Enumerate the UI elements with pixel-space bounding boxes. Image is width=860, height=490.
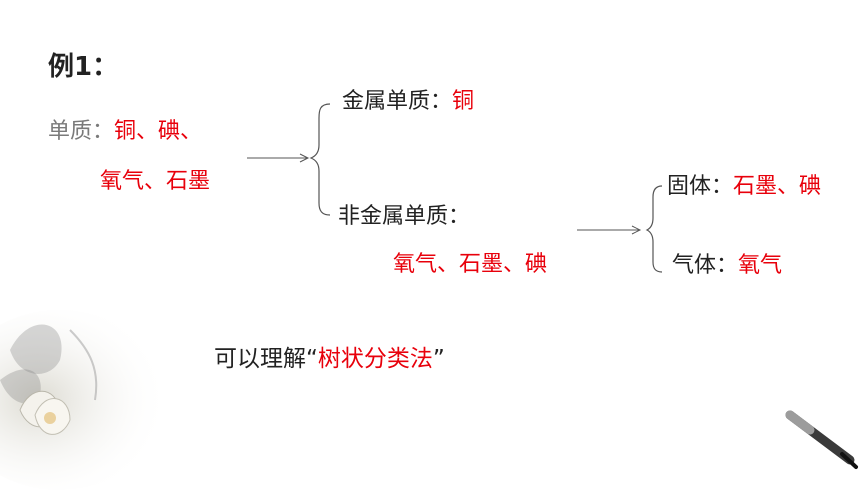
lotus-decoration [0,310,170,490]
gas-label: 气体： [672,253,739,278]
arrow-head-2 [631,225,642,235]
solid-node: 固体：石墨、碘 [667,176,821,198]
metal-items: 铜 [452,89,475,114]
conclusion-suffix: ” [432,346,445,372]
metal-label: 金属单质： [342,89,453,114]
brush-decoration [785,410,858,469]
root-items-line2: 氧气、石墨 [100,169,211,194]
brace-2 [645,185,663,273]
solid-label: 固体： [667,174,734,199]
solid-items: 石墨、碘 [733,174,822,199]
gas-items: 氧气 [738,253,783,278]
nonmetal-label: 非金属单质： [338,204,471,229]
conclusion-prefix: 可以理解“ [214,346,318,372]
conclusion-highlight: 树状分类法 [317,346,433,372]
conclusion-text: 可以理解“树状分类法” [214,348,445,371]
root-node: 单质：铜、碘、 [48,121,202,143]
example-title: 例1： [48,52,119,82]
metal-node: 金属单质：铜 [342,91,474,113]
root-label: 单质： [48,119,115,144]
brace-1 [309,103,331,216]
nonmetal-items: 氧气、石墨、碘 [393,252,548,277]
root-items-line1: 铜、碘、 [114,119,203,144]
arrow-head-1 [299,153,310,163]
gas-node: 气体：氧气 [672,255,782,277]
